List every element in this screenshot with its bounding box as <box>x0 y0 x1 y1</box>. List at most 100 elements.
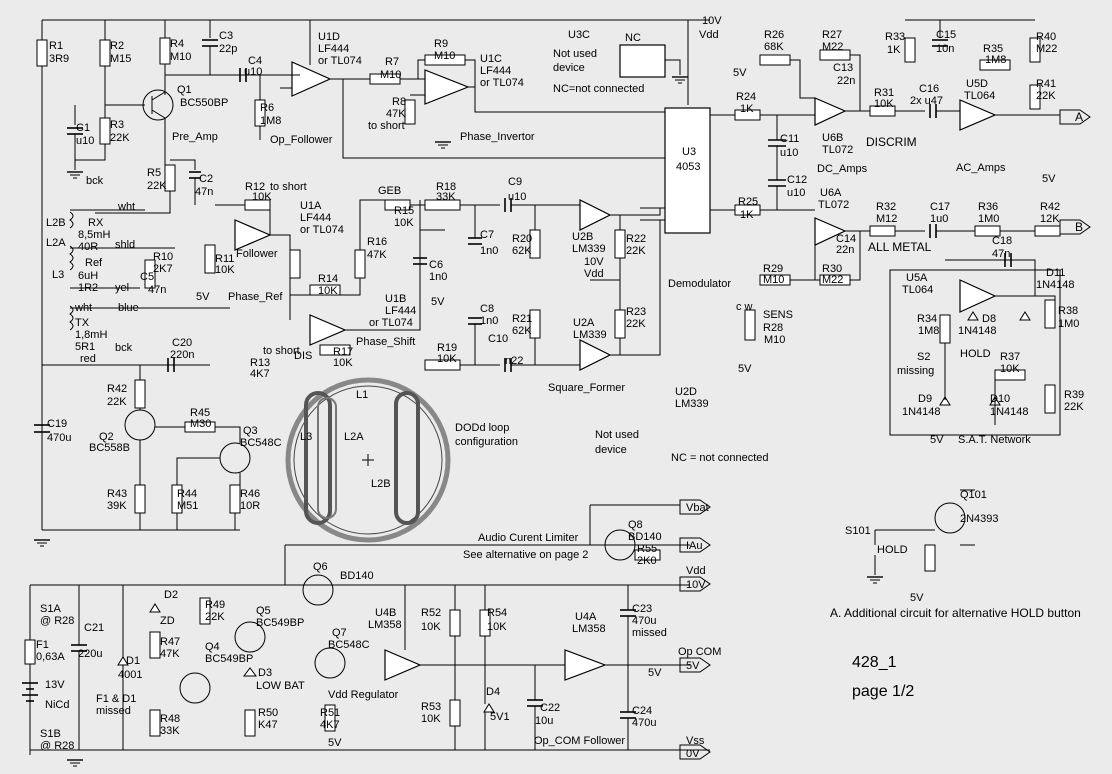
c3-val: 22p <box>219 43 237 55</box>
d8-ref: D8 <box>982 313 996 325</box>
r51-val: 4K7 <box>320 719 340 731</box>
ref-label: Ref <box>85 257 103 269</box>
r1-ref: R1 <box>49 40 63 52</box>
l3-res: 1R2 <box>78 282 98 294</box>
yel-wire: yel <box>115 282 129 294</box>
c11-val: u10 <box>780 147 798 159</box>
r33-ref: R33 <box>885 31 905 43</box>
s1b-pos: @ R28 <box>40 740 74 752</box>
r41-ref: R41 <box>1036 78 1056 90</box>
c6-ref: C6 <box>429 259 443 271</box>
r46-ref: R46 <box>240 488 260 500</box>
d9-ref: D9 <box>918 393 932 405</box>
phaseshift-label: Phase_Shift <box>356 336 415 348</box>
r29-val: M10 <box>763 274 784 286</box>
r6-val: 1M8 <box>260 115 281 127</box>
c18-ref: C18 <box>992 235 1012 247</box>
component-labels: 10V Vdd R1 3R9 R2 M15 R3 22K R4 M10 R5 2… <box>36 15 1084 760</box>
q3-val: BC548C <box>240 437 282 449</box>
rx-res: 40R <box>78 241 98 253</box>
page-label: page 1/2 <box>852 683 914 700</box>
u3c-box <box>619 44 689 84</box>
r53-val: 10K <box>421 713 441 725</box>
sat-network <box>889 253 1061 436</box>
power-section <box>22 574 636 767</box>
l3-coil-label: L3 <box>300 431 312 443</box>
r49-val: 22K <box>205 611 225 623</box>
c23-ref: C23 <box>632 603 652 615</box>
ac-5v: 5V <box>1042 173 1056 185</box>
alt-circuit-label: A. Additional circuit for alternative HO… <box>830 606 1081 620</box>
sens-5v: 5V <box>738 363 752 375</box>
u3c-note2: device <box>553 62 585 74</box>
u2b-type: LM339 <box>572 243 606 255</box>
c6-val: 1n0 <box>429 271 447 283</box>
r45-val: M30 <box>190 418 211 430</box>
c7-ref: C7 <box>480 229 494 241</box>
c1-ref: C1 <box>76 122 90 134</box>
r43-val: 39K <box>107 500 127 512</box>
l2b-label: L2B <box>46 217 66 229</box>
r25-ref: R25 <box>738 196 758 208</box>
phaseinv-label: Phase_Invertor <box>460 131 535 143</box>
r54-ref: R54 <box>487 607 507 619</box>
q4-val: BC549BP <box>205 653 253 665</box>
d3-ref: D3 <box>258 667 272 679</box>
q2-ref: Q2 <box>99 431 114 443</box>
to-short-3: to short <box>263 345 300 357</box>
r5-val: 22K <box>147 180 167 192</box>
output-stage <box>33 365 251 547</box>
shld-wire: shld <box>115 239 135 251</box>
r44-ref: R44 <box>177 488 197 500</box>
u1d-alt: or TL074 <box>318 55 362 67</box>
d3-val: LOW BAT <box>256 680 305 692</box>
r24-val: 1K <box>740 103 754 115</box>
d2-val: ZD <box>160 615 175 627</box>
vdd-lower-label: Vdd <box>686 565 706 577</box>
preamp-label: Pre_Amp <box>172 131 218 143</box>
q2-val: BC558B <box>89 442 130 454</box>
r34-ref: R34 <box>917 313 937 325</box>
r28-ref: R28 <box>763 322 783 334</box>
l2a-label: L2A <box>46 237 66 249</box>
sens-label: SENS <box>763 309 793 321</box>
u6a-type: TL072 <box>818 199 849 211</box>
c14-val: 22n <box>836 244 854 256</box>
r42-ref: R42 <box>1040 201 1060 213</box>
squareformer-label: Square_Former <box>548 382 625 394</box>
u2-vdd-value: 10V <box>584 256 604 268</box>
tx-ind: 1,8mH <box>75 329 107 341</box>
r11-val: 10K <box>215 264 235 276</box>
r17-ref: R17 <box>333 346 353 358</box>
c23-missed: missed <box>632 627 667 639</box>
c12-ref: C12 <box>787 174 807 186</box>
u1b-alt: or TL074 <box>369 317 413 329</box>
chan-a: A <box>1075 110 1083 124</box>
r19-val: 10K <box>437 353 457 365</box>
u1a-alt: or TL074 <box>300 224 344 236</box>
vdd-lower-flag: 10V <box>686 579 706 591</box>
c11-ref: C11 <box>780 133 799 145</box>
r42-ref: R42 <box>107 383 127 395</box>
q5-ref: Q5 <box>256 605 271 617</box>
u2d-nc: NC = not connected <box>671 452 769 464</box>
opfollower-label: Op_Follower <box>270 134 333 146</box>
r21-ref: R21 <box>512 313 532 325</box>
opcom-5v: 5V <box>648 667 662 679</box>
u1b-ref: U1B <box>385 293 406 305</box>
c24-ref: C24 <box>632 705 652 717</box>
r50-val: K47 <box>258 719 278 731</box>
sat-5v: 5V <box>930 434 944 446</box>
c10-val: n22 <box>505 355 523 367</box>
u6a-ref: U6A <box>820 187 842 199</box>
sat-label: S.A.T. Network <box>958 434 1031 446</box>
dcamps-label: DC_Amps <box>817 163 868 175</box>
allmetal-label: ALL METAL <box>868 240 932 254</box>
r13-val: 4K7 <box>250 368 270 380</box>
phase-section <box>144 198 661 372</box>
c1-val: u10 <box>76 135 94 147</box>
r42-val: 12K <box>1040 213 1060 225</box>
c10-ref: C10 <box>488 333 508 345</box>
audlim-label: Audio Curent Limiter <box>478 532 579 544</box>
